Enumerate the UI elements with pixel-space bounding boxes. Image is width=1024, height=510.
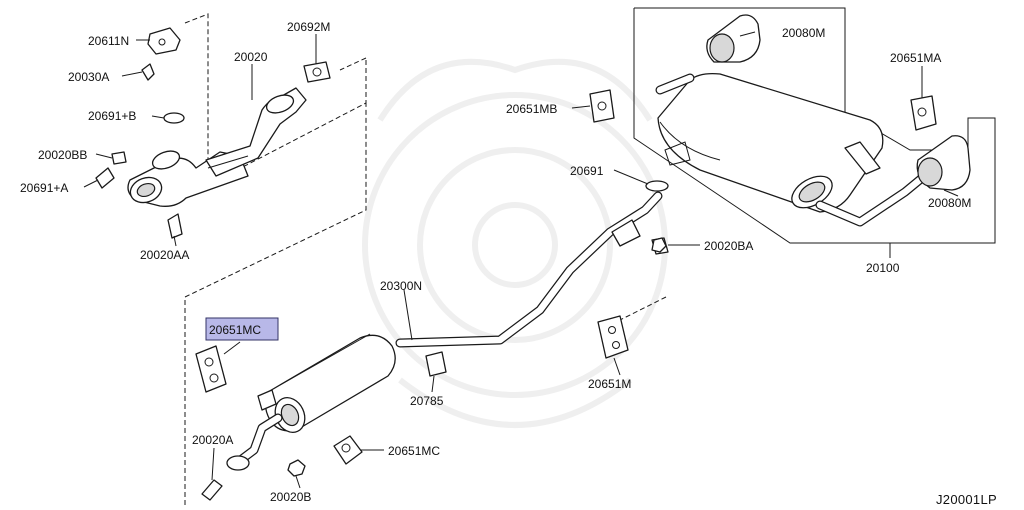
label-20080m-top[interactable]: 20080M: [782, 26, 825, 40]
rear-muffler-outline: [633, 7, 996, 244]
label-20651mc-highlighted[interactable]: 20651MC: [209, 323, 261, 337]
front-catalyst: [127, 87, 307, 207]
leader-lines: [83, 31, 959, 489]
hanger-rubber-m: [597, 315, 629, 359]
label-20651m[interactable]: 20651M: [588, 377, 631, 391]
bolt-20030a: [141, 63, 155, 81]
muffler-tip-right: [916, 135, 971, 191]
label-20651mc[interactable]: 20651MC: [388, 444, 440, 458]
nut-20020ba: [651, 237, 667, 253]
label-20651ma[interactable]: 20651MA: [890, 51, 941, 65]
center-pipe: [395, 191, 669, 348]
label-20785[interactable]: 20785: [410, 394, 444, 408]
hanger-rubber-mb: [589, 89, 615, 123]
hanger-rubber-mc-left: [195, 345, 227, 393]
label-20611n[interactable]: 20611N: [88, 34, 129, 48]
label-20020[interactable]: 20020: [234, 50, 268, 64]
gasket-20691b: [163, 112, 185, 124]
heat-shield-20611n: [147, 27, 181, 55]
label-20020b[interactable]: 20020B: [270, 490, 311, 504]
bolt-20020a: [201, 479, 223, 501]
gasket-20691: [645, 180, 669, 192]
gasket-20691a: [95, 167, 115, 189]
label-20020ba[interactable]: 20020BA: [704, 239, 753, 253]
bolt-20020aa: [167, 213, 183, 239]
label-20080m-right[interactable]: 20080M: [928, 196, 971, 210]
label-20020aa[interactable]: 20020AA: [140, 248, 189, 262]
nut-20020bb: [111, 151, 127, 165]
label-20020bb[interactable]: 20020BB: [38, 148, 87, 162]
label-20691[interactable]: 20691: [570, 164, 604, 178]
label-20100[interactable]: 20100: [866, 261, 900, 275]
highlighted-part-box[interactable]: [205, 317, 279, 341]
group-outlines: [184, 13, 667, 505]
hanger-rubber-ma: [910, 95, 937, 131]
label-20691a[interactable]: 20691+A: [20, 181, 68, 195]
label-20692m[interactable]: 20692M: [287, 20, 330, 34]
hanger-rubber-mc-lower: [333, 435, 363, 465]
center-muffler: [226, 333, 396, 471]
label-20691b[interactable]: 20691+B: [88, 109, 136, 123]
diagram-code: J20001LP: [936, 492, 997, 507]
part-labels: 20611N 20030A 20691+B 20020BB 20691+A 20…: [20, 20, 971, 504]
label-20030a[interactable]: 20030A: [68, 70, 109, 84]
label-20651mb[interactable]: 20651MB: [506, 102, 557, 116]
nut-20020b: [287, 459, 306, 477]
gasket-20692m: [303, 61, 331, 83]
clip-20785: [425, 351, 447, 377]
label-20300n[interactable]: 20300N: [380, 279, 422, 293]
muffler-tip-top: [706, 14, 761, 63]
label-20020a[interactable]: 20020A: [192, 433, 233, 447]
rear-muffler: [655, 72, 927, 227]
